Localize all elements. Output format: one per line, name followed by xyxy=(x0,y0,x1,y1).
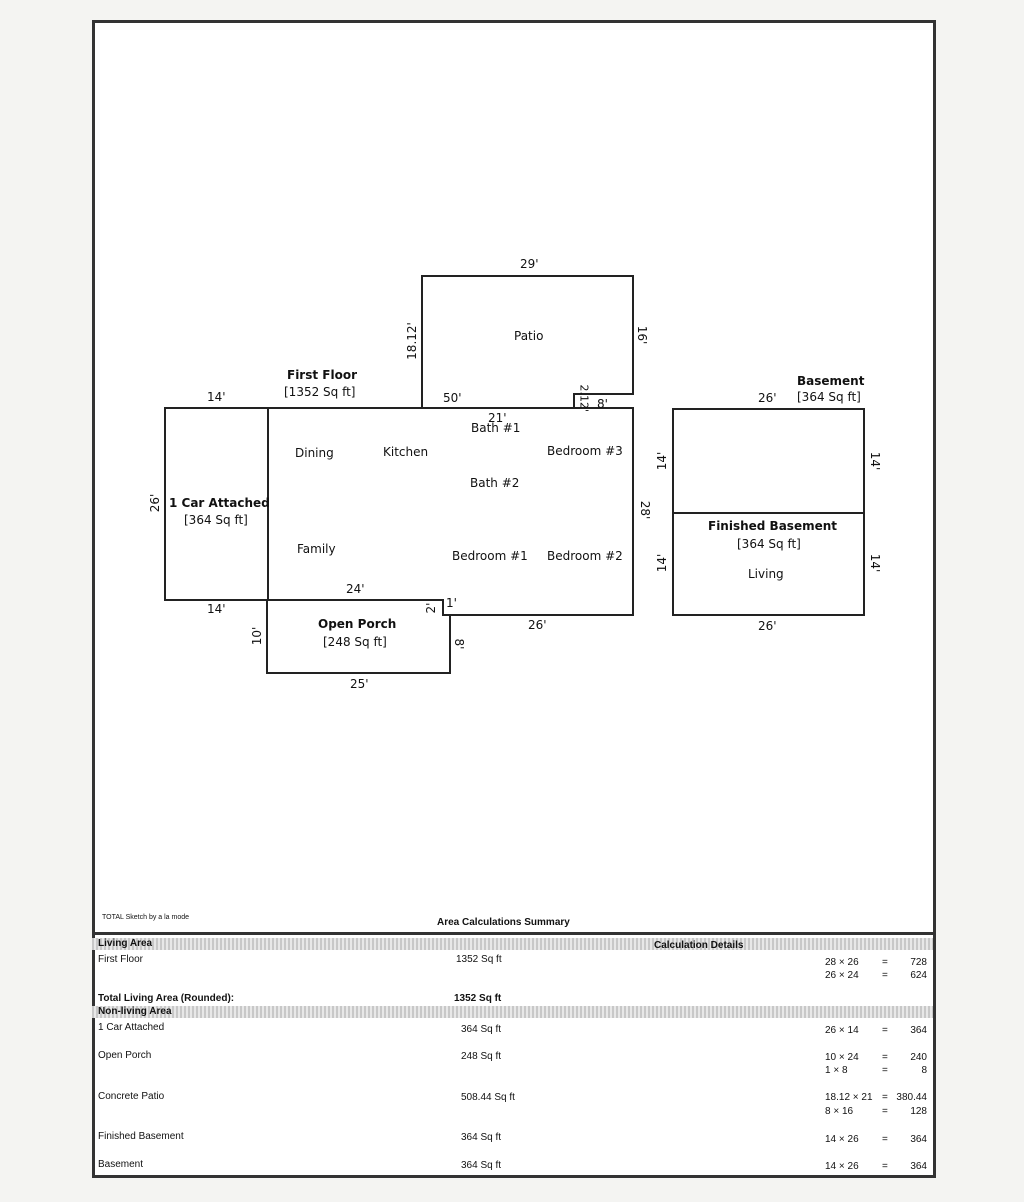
room-label: Kitchen xyxy=(383,445,429,459)
dim-label: 21' xyxy=(488,411,507,425)
calc-expr: 10 × 24 xyxy=(825,1052,859,1063)
dim-label: 28' xyxy=(638,500,652,520)
dim-label: 24' xyxy=(346,582,365,596)
row-label: Basement xyxy=(98,1159,144,1170)
nonliving-header: Non-living Area xyxy=(98,1006,172,1017)
porch-outline xyxy=(266,600,451,674)
calc-expr: 26 × 14 xyxy=(825,1025,859,1036)
calc-result: 380.44 xyxy=(896,1092,927,1103)
calc-result: 8 xyxy=(921,1065,927,1076)
calc-eq: = xyxy=(882,1092,888,1103)
dim-label: 14' xyxy=(207,602,226,616)
dim-label: 26' xyxy=(148,493,162,513)
room-label: Living xyxy=(748,567,784,581)
room-label: Bedroom #1 xyxy=(452,549,528,563)
calc-eq: = xyxy=(882,1134,888,1145)
dim-label: 8' xyxy=(452,638,466,650)
section-title: First Floor xyxy=(287,368,358,382)
dim-label: 16' xyxy=(635,325,649,345)
patio-outline xyxy=(421,275,634,408)
calc-expr: 18.12 × 21 xyxy=(825,1092,873,1103)
calc-eq: = xyxy=(882,1161,888,1172)
row-area: 364 Sq ft xyxy=(461,1132,502,1143)
calc-result: 364 xyxy=(910,1161,927,1172)
calc-expr: 28 × 26 xyxy=(825,957,859,968)
dim-label: 26' xyxy=(758,619,777,633)
row-area: 1352 Sq ft xyxy=(456,954,502,965)
section-title: Open Porch xyxy=(318,617,397,631)
section-area: [1352 Sq ft] xyxy=(284,385,356,399)
dim-label: 10' xyxy=(250,626,264,646)
room-label: Dining xyxy=(295,446,334,460)
dim-label: 14' xyxy=(207,390,226,404)
dim-label: 18.12' xyxy=(405,322,419,360)
row-area: 364 Sq ft xyxy=(461,1160,502,1171)
calc-expr: 14 × 26 xyxy=(825,1161,859,1172)
nonliving-header-bar xyxy=(92,1006,933,1018)
row-area: 508.44 Sq ft xyxy=(461,1092,515,1103)
row-area: 248 Sq ft xyxy=(461,1051,502,1062)
dim-label: 8' xyxy=(597,397,608,411)
house-outline xyxy=(267,407,634,616)
dim-label: 29' xyxy=(520,257,539,271)
section-area: [364 Sq ft] xyxy=(797,390,861,404)
calc-expr: 8 × 16 xyxy=(825,1106,854,1117)
calc-eq: = xyxy=(882,1052,888,1063)
row-label: First Floor xyxy=(98,954,143,965)
dim-label: 2' xyxy=(424,602,438,614)
calc-details-header: Calculation Details xyxy=(654,940,744,951)
dim-label: 25' xyxy=(350,677,369,691)
calc-result: 240 xyxy=(910,1052,927,1063)
calc-result: 364 xyxy=(910,1134,927,1145)
summary-title: Area Calculations Summary xyxy=(437,917,570,928)
calc-result: 728 xyxy=(910,957,927,968)
credit-text: TOTAL Sketch by a la mode xyxy=(102,914,190,921)
total-label: Total Living Area (Rounded): xyxy=(98,993,235,1004)
dim-label: 14' xyxy=(868,451,882,471)
section-title: 1 Car Attached xyxy=(169,496,270,510)
dim-label: 2.12' xyxy=(577,384,591,413)
room-label: Family xyxy=(297,542,336,556)
dim-label: 1' xyxy=(446,596,457,610)
living-area-header: Living Area xyxy=(98,938,153,949)
calc-expr: 14 × 26 xyxy=(825,1134,859,1145)
calc-eq: = xyxy=(882,1106,888,1117)
room-label: Bath #1 xyxy=(471,421,521,435)
row-label: Concrete Patio xyxy=(98,1091,165,1102)
calc-eq: = xyxy=(882,1065,888,1076)
dim-label: 14' xyxy=(655,451,669,471)
room-label: Bedroom #2 xyxy=(547,549,623,563)
section-area: [364 Sq ft] xyxy=(184,513,248,527)
living-header-bar xyxy=(92,938,933,950)
section-title: Basement xyxy=(797,374,865,388)
room-label: Patio xyxy=(514,329,544,343)
calc-expr: 26 × 24 xyxy=(825,970,859,981)
calc-result: 128 xyxy=(910,1106,927,1117)
row-label: 1 Car Attached xyxy=(98,1022,165,1033)
calc-result: 364 xyxy=(910,1025,927,1036)
dim-label: 14' xyxy=(868,553,882,573)
dim-label: 26' xyxy=(528,618,547,632)
dim-label: 26' xyxy=(758,391,777,405)
room-label: Bedroom #3 xyxy=(547,444,623,458)
calc-result: 624 xyxy=(910,970,927,981)
row-label: Finished Basement xyxy=(98,1131,184,1142)
room-label: Bath #2 xyxy=(470,476,520,490)
dim-label: 14' xyxy=(655,553,669,573)
calc-expr: 1 × 8 xyxy=(825,1065,848,1076)
calc-eq: = xyxy=(882,957,888,968)
calc-eq: = xyxy=(882,1025,888,1036)
dim-label: 50' xyxy=(443,391,462,405)
area-calculations-table: Living Area Calculation Details First Fl… xyxy=(92,932,933,1178)
row-area: 364 Sq ft xyxy=(461,1024,502,1035)
section-area: [248 Sq ft] xyxy=(323,635,387,649)
total-value: 1352 Sq ft xyxy=(454,993,502,1004)
section-title: Finished Basement xyxy=(708,519,838,533)
section-area: [364 Sq ft] xyxy=(737,537,801,551)
row-label: Open Porch xyxy=(98,1050,152,1061)
calc-eq: = xyxy=(882,970,888,981)
